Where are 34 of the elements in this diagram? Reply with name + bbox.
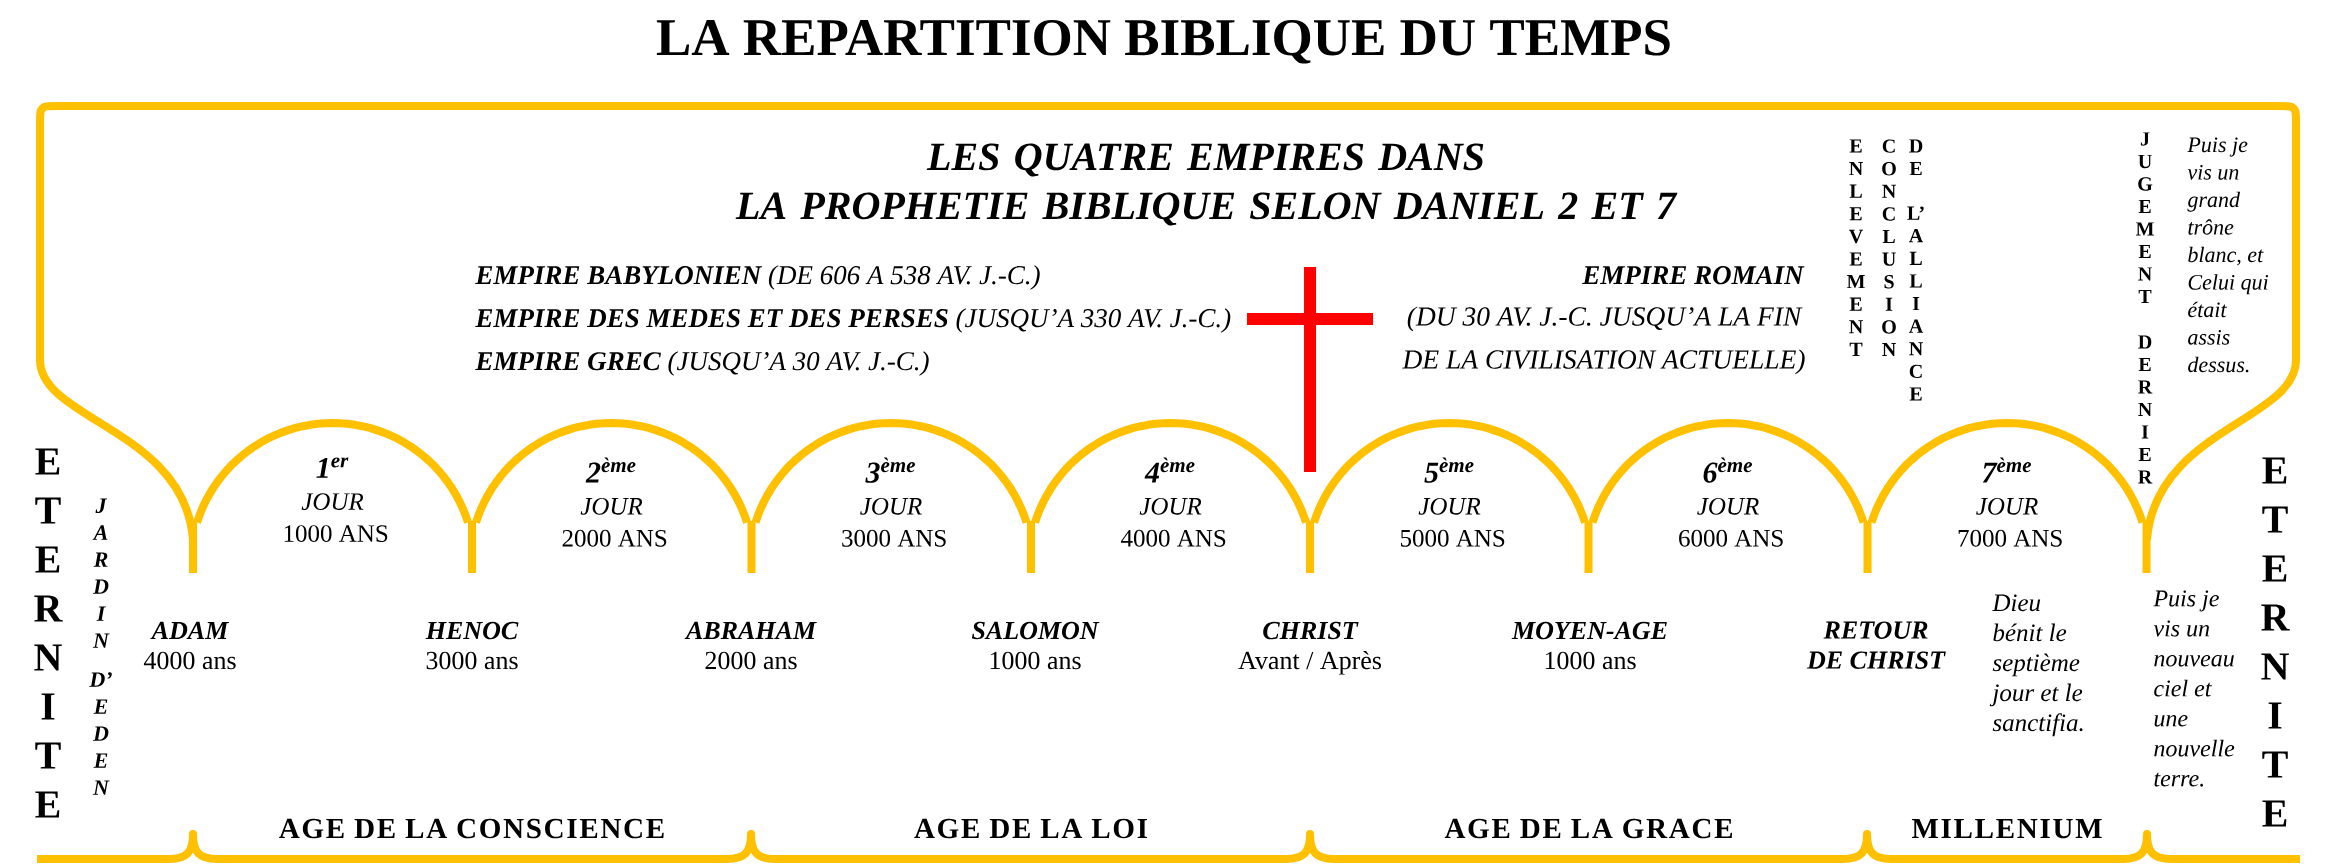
timeline-label: CHRIST <box>1263 621 1359 640</box>
vertical-label: DE L’ALLIANCE <box>1907 139 1924 401</box>
empire-label: (DU 30 AV. J.-C. JUSQU’A LA FIN DE LA CIVILISATION ACTUELLE) <box>1402 306 1805 375</box>
years-label: 1000 ans <box>1545 651 1636 670</box>
vertical-label: ENLEVEMENT <box>1846 139 1865 356</box>
timeline-label: RETOUR DE CHRIST <box>1806 621 1946 669</box>
years-label: 3000 ans <box>426 651 518 670</box>
age-label: AGE DE LA LOI <box>914 818 1147 839</box>
empire-label: EMPIRE GREC (JUSQU’A 30 AV. J.-C.) <box>475 351 929 376</box>
timeline-label: ABRAHAM <box>684 621 817 640</box>
empire-label: EMPIRE DES MEDES ET DES PERSES (JUSQU’A 330 AV. J.-C.) <box>475 308 1231 333</box>
verse-text: Puis je vis un grand trône blanc, et Celui qui était assis dessus. <box>2187 137 2269 373</box>
vertical-label: ETERNITE <box>34 448 63 818</box>
years-label: 2000 ans <box>705 651 797 670</box>
years-label: Avant / Après <box>1238 650 1382 675</box>
age-label: AGE DE LA CONSCIENCE <box>279 818 664 839</box>
timeline-label: ADAM <box>150 621 229 640</box>
age-label: MILLENIUM <box>1911 819 2102 839</box>
vertical-label: JARDIN D’EDEN <box>89 498 112 795</box>
timeline-label: MOYEN-AGE <box>1511 621 1667 640</box>
timeline-label: SALOMON <box>971 621 1100 640</box>
vertical-label: JUGEMENT DERNIER <box>2135 132 2154 484</box>
years-label: 1000 ans <box>990 651 1081 670</box>
vertical-label: CONCLUSION <box>1882 139 1896 357</box>
timeline-label: HENOC <box>425 621 519 640</box>
empire-label: EMPIRE ROMAIN <box>1582 266 1805 285</box>
title: LA REPARTITION BIBLIQUE DU TEMPS <box>656 19 1670 64</box>
subheading: LES QUATRE EMPIRES DANS LA PROPHETIE BIBLIQUE SELON DANIEL 2 ET 7 <box>735 143 1678 226</box>
verse-text: Puis je vis un nouveau ciel et une nouvelle terre. <box>2153 590 2235 787</box>
years-label: 4000 ans <box>143 651 236 670</box>
age-label: AGE DE LA GRACE <box>1444 818 1733 839</box>
verse-text: Dieu bénit le septième jour et le sanctifia. <box>1989 594 2083 737</box>
empire-label: EMPIRE BABYLONIEN (DE 606 A 538 AV. J.-C.) <box>475 265 1040 290</box>
vertical-label: ETERNITE <box>2261 457 2290 827</box>
